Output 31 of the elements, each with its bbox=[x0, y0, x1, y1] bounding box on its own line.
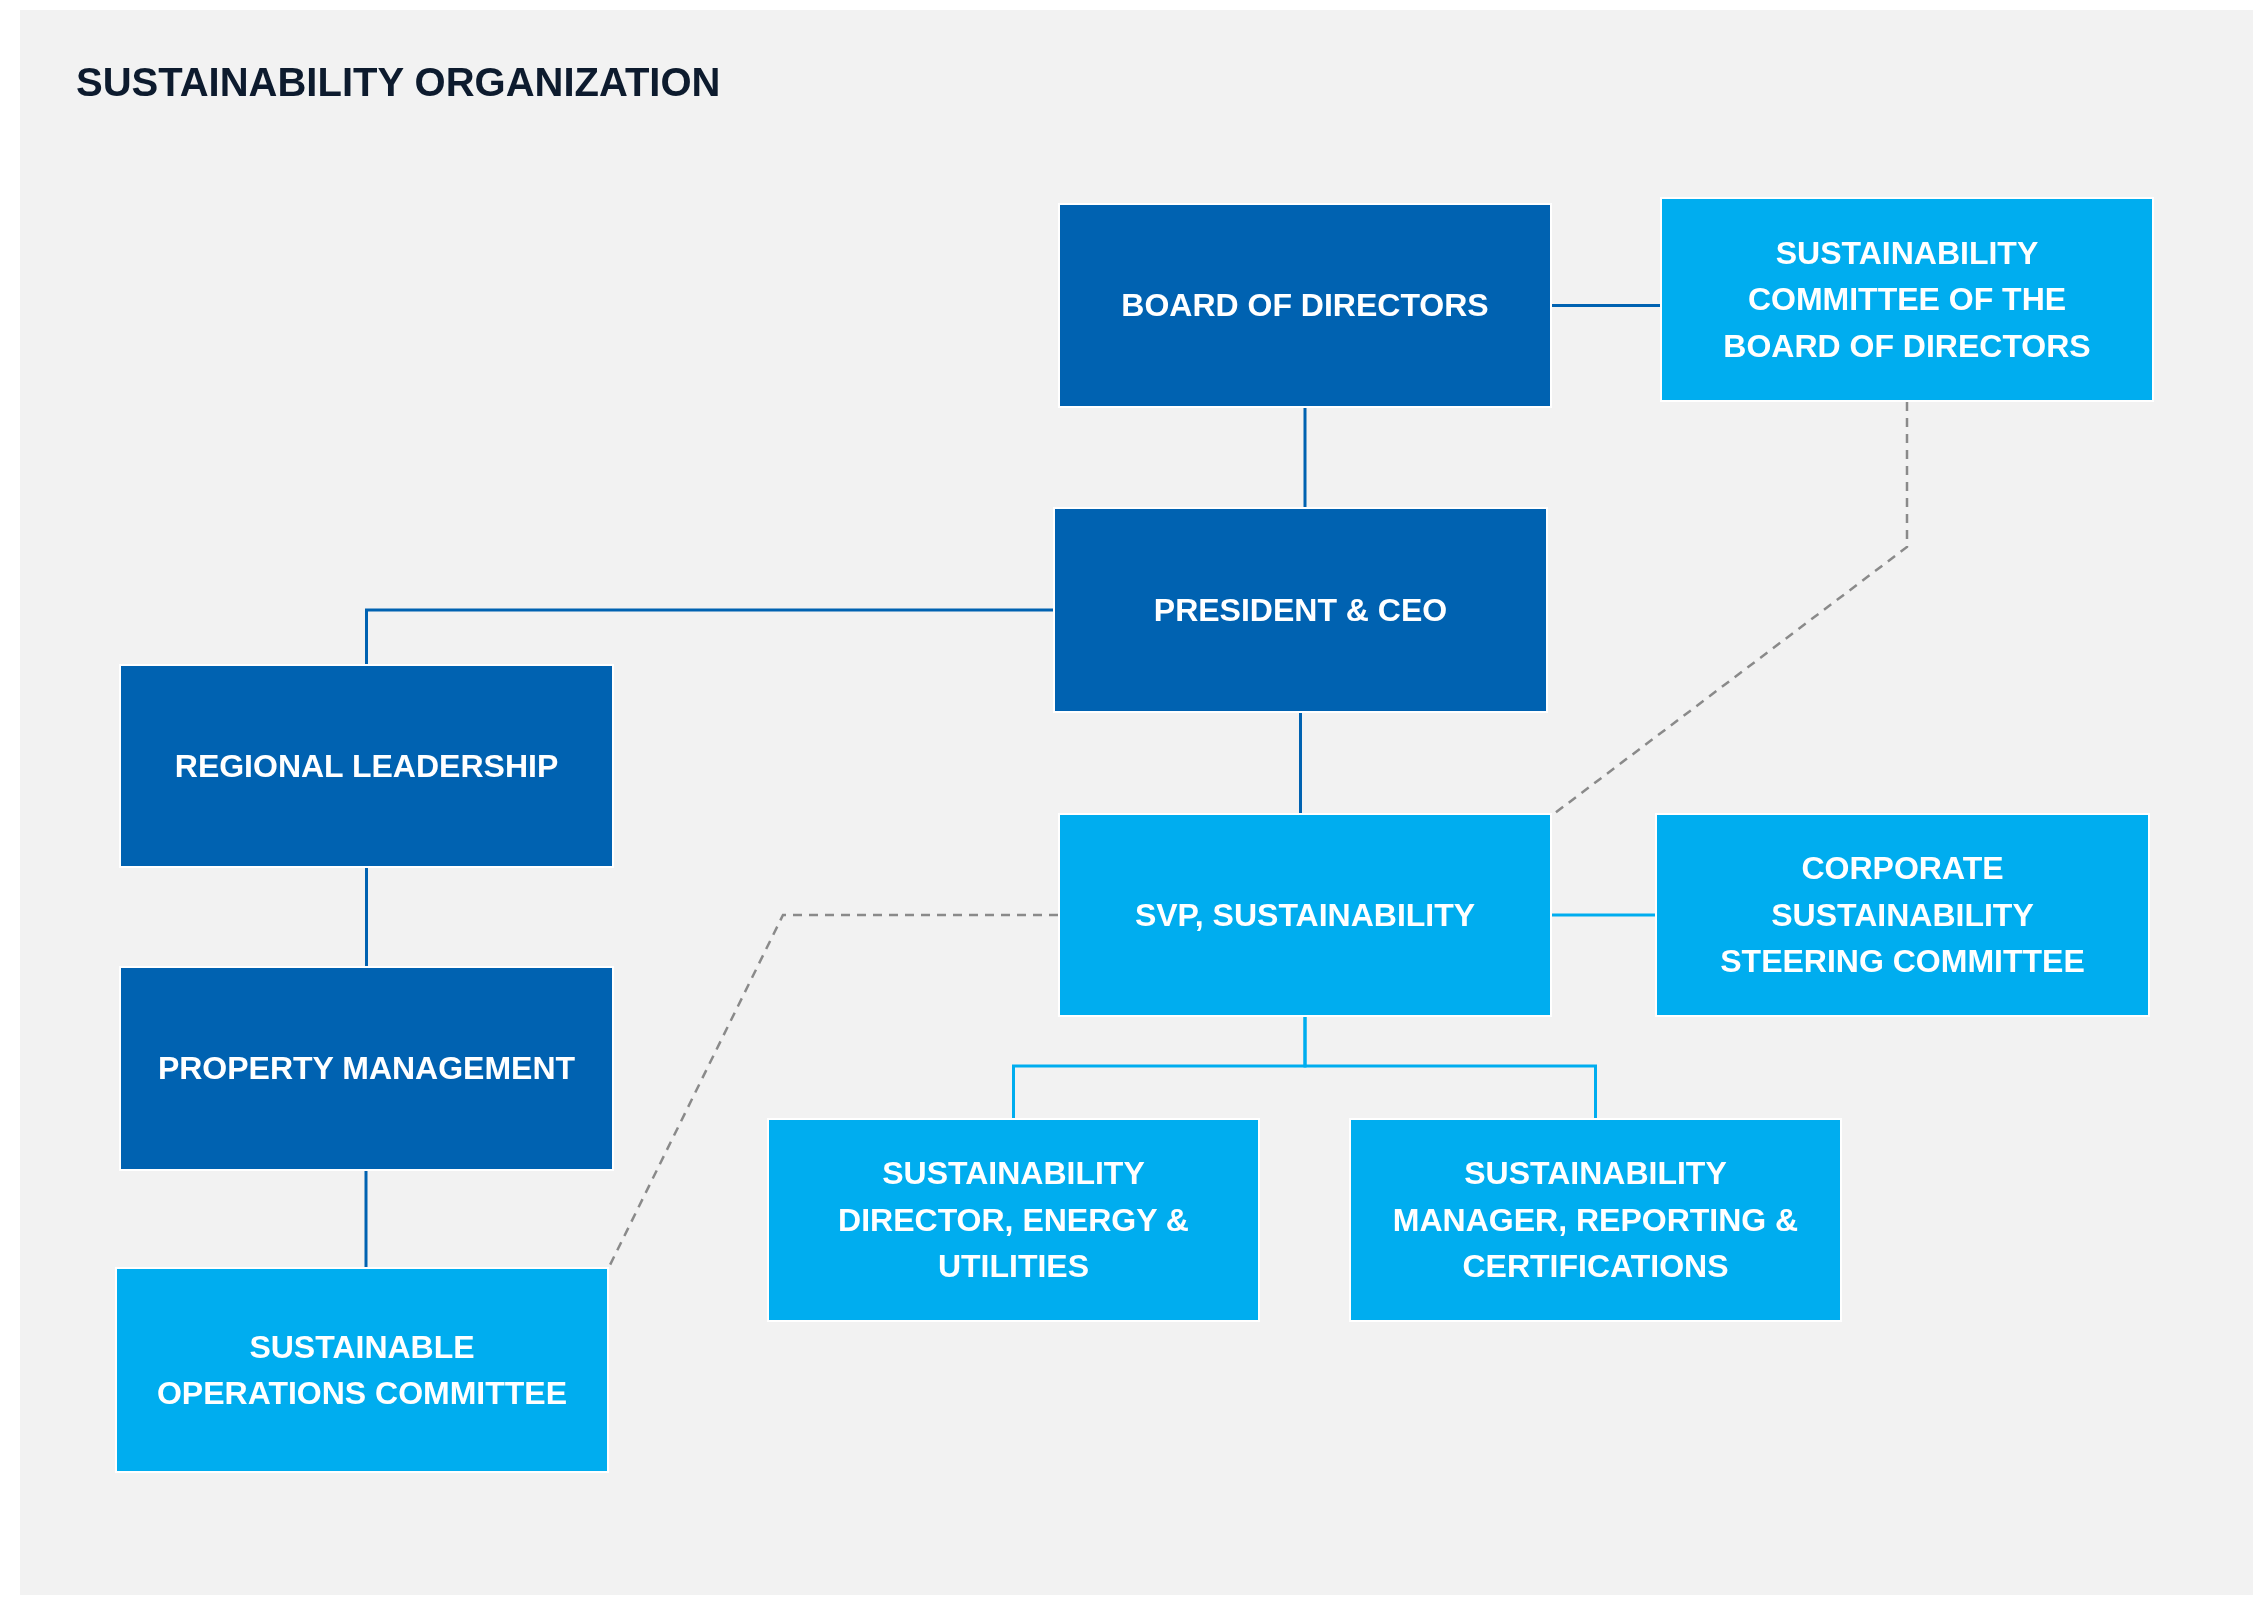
connector-line bbox=[1552, 913, 1655, 917]
connector-line bbox=[365, 868, 368, 966]
org-box bbox=[119, 664, 614, 868]
org-box bbox=[767, 1118, 1260, 1322]
box-label: SVP, SUSTAINABILITY bbox=[1134, 895, 1476, 935]
org-box bbox=[1058, 203, 1552, 408]
diagram-title: SUSTAINABILITY ORGANIZATION bbox=[76, 60, 721, 105]
box-label: PROPERTY MANAGEMENT bbox=[157, 1049, 576, 1089]
dashed-connector bbox=[1554, 402, 1909, 814]
connector-line bbox=[1303, 1017, 1597, 1118]
org-box bbox=[119, 966, 614, 1171]
connector-line bbox=[1299, 713, 1302, 813]
box-label: CORPORATE SUSTAINABILITY STEERING COMMITTEE bbox=[1719, 849, 2086, 982]
box-label: REGIONAL LEADERSHIP bbox=[174, 746, 559, 786]
box-label: SUSTAINABLE OPERATIONS COMMITTEE bbox=[155, 1327, 569, 1413]
box-label: BOARD OF DIRECTORS bbox=[1121, 286, 1489, 326]
org-box bbox=[115, 1267, 609, 1473]
box-label: SUSTAINABILITY COMMITTEE OF THE BOARD OF DIRECTORS bbox=[1722, 233, 2092, 366]
connector-line bbox=[364, 1171, 368, 1267]
org-box bbox=[1058, 813, 1552, 1017]
box-label: SUSTAINABILITY DIRECTOR, ENERGY & UTILITIES bbox=[837, 1154, 1190, 1287]
dashed-connector bbox=[607, 913, 1058, 1268]
connector-line bbox=[365, 608, 1053, 664]
org-box bbox=[1660, 197, 2154, 402]
org-box bbox=[1349, 1118, 1842, 1322]
org-box bbox=[1655, 813, 2150, 1017]
box-label: SUSTAINABILITY MANAGER, REPORTING & CERTIFICATIONS bbox=[1391, 1154, 1800, 1287]
org-box bbox=[1053, 507, 1548, 713]
box-label: PRESIDENT & CEO bbox=[1153, 590, 1448, 630]
connector-line bbox=[1552, 304, 1660, 307]
connector-line bbox=[1303, 408, 1307, 507]
